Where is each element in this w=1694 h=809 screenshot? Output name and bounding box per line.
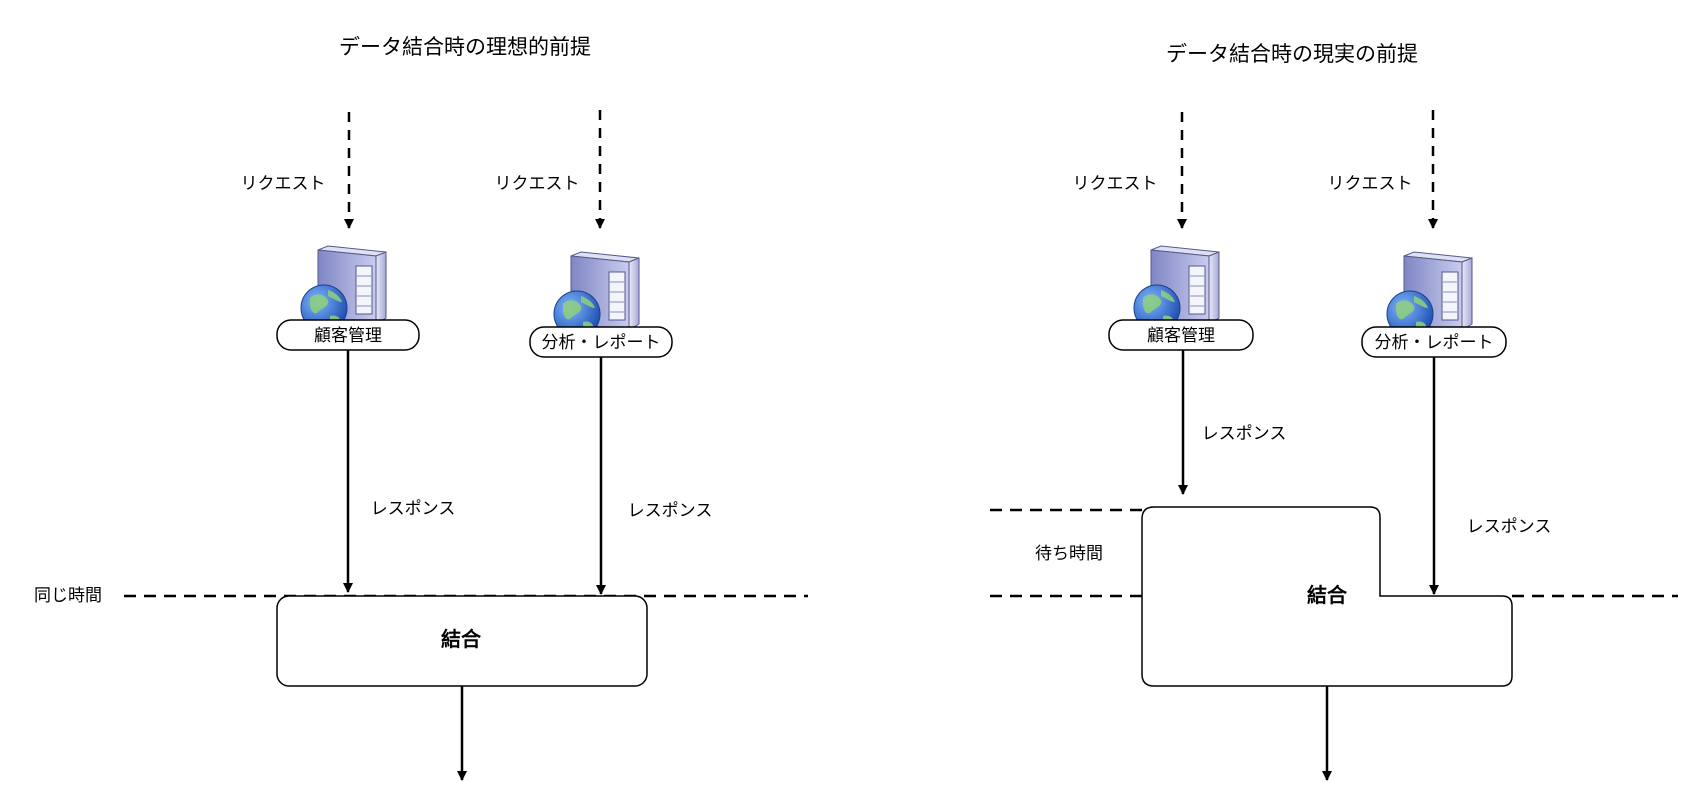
response-label-analytics: レスポンス: [1467, 517, 1552, 537]
request-label-customer: リクエスト: [241, 174, 326, 194]
request-label-analytics: リクエスト: [495, 174, 580, 194]
server-label-analytics: 分析・レポート: [1375, 333, 1494, 353]
server-globe-icon: [553, 251, 640, 338]
request-label-customer: リクエスト: [1073, 174, 1158, 194]
server-label-customer: 顧客管理: [1147, 326, 1215, 346]
ideal-diagram: データ結合時の理想的前提 リクエスト リクエスト 顧客管理 分析・レポート レス…: [34, 35, 808, 781]
response-label-customer: レスポンス: [1202, 424, 1287, 444]
realistic-diagram: データ結合時の現実の前提 リクエスト リクエスト 顧客管理 分析・レポート レス…: [990, 42, 1678, 781]
server-label-analytics: 分析・レポート: [542, 333, 661, 353]
response-label-analytics: レスポンス: [628, 501, 713, 521]
join-label: 結合: [441, 627, 482, 651]
same-time-label: 同じ時間: [34, 586, 102, 606]
response-label-customer: レスポンス: [371, 499, 456, 519]
server-label-box-customer: [1108, 319, 1254, 351]
server-label-customer: 顧客管理: [314, 326, 382, 346]
server-globe-icon: [1133, 245, 1220, 332]
ideal-title: データ結合時の理想的前提: [339, 35, 591, 59]
server-globe-icon: [1386, 251, 1473, 338]
join-label: 結合: [1307, 583, 1348, 607]
request-label-analytics: リクエスト: [1328, 174, 1413, 194]
server-globe-icon: [300, 245, 387, 332]
wait-time-label: 待ち時間: [1035, 544, 1103, 564]
join-box: [1141, 506, 1513, 687]
realistic-title: データ結合時の現実の前提: [1166, 42, 1418, 66]
